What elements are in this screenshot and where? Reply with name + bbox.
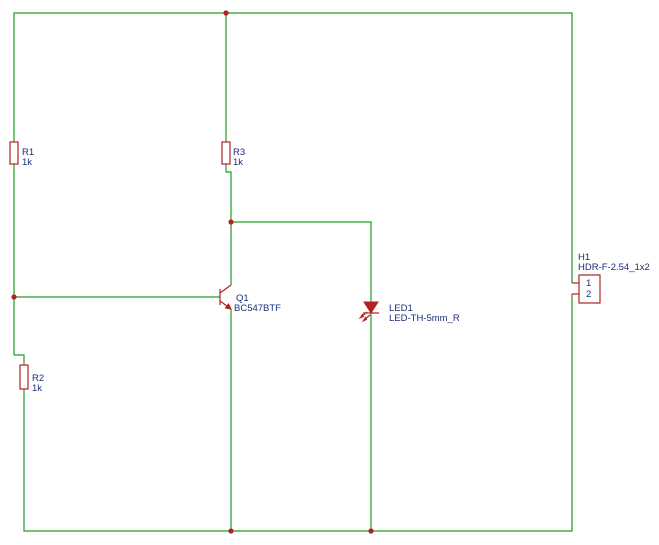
led-led1-emit-arrow-2	[361, 316, 368, 323]
wires	[13, 12, 573, 532]
transistor-q1-emitter-arrow	[224, 303, 232, 310]
wire-top-rail[interactable]	[13, 12, 573, 283]
resistor-r1-ref: R1	[22, 147, 34, 158]
resistor-r2-value: 1k	[32, 383, 42, 394]
resistor-r3-value: 1k	[233, 157, 243, 168]
transistor-q1-collector-lead	[219, 284, 232, 294]
transistor-q1-value: BC547BTF	[234, 303, 281, 314]
resistor-r2-body	[19, 364, 29, 390]
junction-vcc	[223, 10, 229, 16]
wire-collector-to-led[interactable]	[231, 221, 372, 302]
resistor-r1-body	[9, 141, 19, 165]
resistor-r3[interactable]: R3 1k	[221, 141, 245, 168]
header-h1-pin1-label: 1	[586, 278, 591, 289]
header-h1-value: HDR-F-2.54_1x2	[578, 262, 650, 273]
transistor-q1[interactable]: Q1 BC547BTF	[219, 284, 281, 314]
resistor-r1-value: 1k	[22, 157, 32, 168]
led-led1[interactable]: LED1 LED-TH-5mm_R	[358, 301, 460, 324]
resistor-r3-ref: R3	[233, 147, 245, 158]
header-h1-ref: H1	[578, 252, 590, 263]
resistor-r1[interactable]: R1 1k	[9, 141, 34, 168]
junction-base	[11, 294, 17, 300]
wire-r3-to-collector[interactable]	[225, 164, 232, 285]
resistor-r2-ref: R2	[32, 373, 44, 384]
wire-base-node-to-r2[interactable]	[14, 354, 25, 365]
transistor-q1-ref: Q1	[236, 293, 249, 304]
junctions	[11, 10, 374, 534]
led-led1-value: LED-TH-5mm_R	[389, 313, 460, 324]
junction-ground-emitter	[228, 528, 234, 534]
header-h1-pin2-label: 2	[586, 289, 591, 300]
led-led1-triangle	[363, 301, 379, 314]
junction-collector	[228, 219, 234, 225]
resistor-r2[interactable]: R2 1k	[19, 364, 44, 394]
header-h1-body	[578, 274, 601, 304]
led-led1-ref: LED1	[389, 303, 413, 314]
junction-ground-led	[368, 528, 374, 534]
wire-ground-rail[interactable]	[23, 294, 573, 532]
resistor-r3-body	[221, 141, 231, 165]
led-led1-emit-arrow-1	[358, 313, 365, 320]
header-h1[interactable]: 1 2 H1 HDR-F-2.54_1x2	[572, 252, 650, 304]
